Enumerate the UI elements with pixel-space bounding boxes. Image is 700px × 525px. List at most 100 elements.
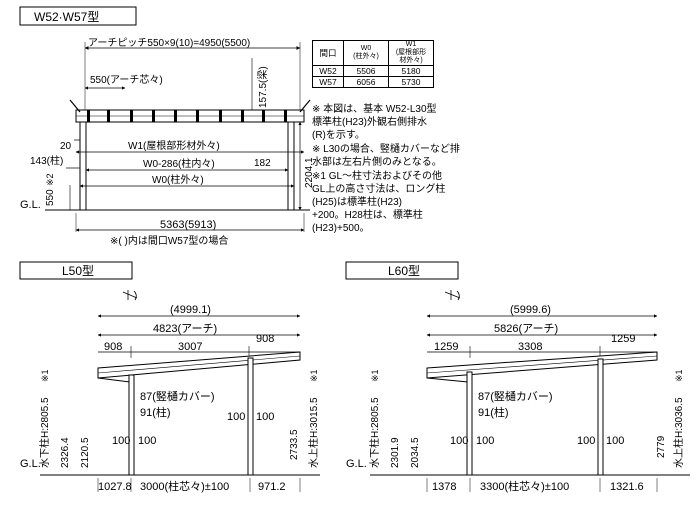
spec-cell: W52 bbox=[312, 65, 344, 77]
spec-cell: 5180 bbox=[388, 65, 434, 77]
l50-h-2326: 2326.4 bbox=[60, 437, 71, 468]
l50-post-label: 91(柱) bbox=[140, 405, 171, 419]
l50-h-upper: 水上柱H:3015.5 bbox=[307, 397, 320, 468]
l60-bottom-right: 1321.6 bbox=[610, 481, 644, 493]
l50-h-lower: 水下柱H:2805.5 bbox=[38, 397, 51, 468]
l60-bottom-left: 1378 bbox=[432, 481, 456, 493]
l60-gl: G.L. bbox=[346, 458, 367, 470]
l60-h-2779: 2779 bbox=[656, 435, 667, 458]
l50-post-right bbox=[247, 357, 254, 476]
l50-gutter bbox=[97, 377, 131, 383]
left-post bbox=[79, 121, 87, 211]
l60-bottom-mid: 3300(柱芯々)±100 bbox=[480, 479, 569, 493]
roof-right-end bbox=[299, 99, 311, 113]
l60-pad-r2: 100 bbox=[606, 435, 624, 447]
note-3: ※1 GL～柱寸法およびその他 GL上の高さ寸法は、ロング柱 (H25)は標準柱… bbox=[312, 171, 446, 234]
l50-bottom-mid: 3000(柱芯々)±100 bbox=[140, 479, 229, 493]
l60-post-right bbox=[597, 358, 604, 476]
l60-gutter-label: 87(竪樋カバー) bbox=[478, 389, 553, 403]
l60-badge: L60型 bbox=[388, 264, 420, 278]
note-2: ※ L30の場合、竪樋カバーなど排 水部は左右片側のみとなる。 bbox=[312, 144, 460, 168]
l50-roof bbox=[97, 351, 301, 379]
l50-post-left bbox=[128, 374, 135, 476]
l50-pad-r1: 100 bbox=[227, 411, 245, 423]
gl-550-label: 550 bbox=[45, 189, 56, 206]
l60-badge-frame bbox=[345, 261, 459, 280]
l50-h-lower-mark: ※1 bbox=[40, 369, 50, 382]
l50-bottom-right: 971.2 bbox=[258, 481, 286, 493]
l50-right-over: 908 bbox=[256, 333, 274, 345]
l50-pad-l1: 100 bbox=[112, 435, 130, 447]
l60-left-over: 1259 bbox=[434, 341, 458, 353]
spec-table-row: W57 6056 5730 bbox=[312, 76, 434, 88]
l60-h-upper-mark: ※1 bbox=[674, 369, 684, 382]
l60-slope-icon bbox=[444, 290, 461, 301]
l50-overall: (4999.1) bbox=[170, 304, 211, 316]
l50-h-2120: 2120.5 bbox=[80, 437, 91, 468]
l60-post-label: 91(柱) bbox=[478, 405, 509, 419]
dim-143-label: 143(柱) bbox=[30, 154, 63, 167]
roof-left-end bbox=[69, 99, 81, 113]
l50-bottom-left: 1027.8 bbox=[98, 481, 132, 493]
dim-20-label: 20 bbox=[60, 141, 72, 152]
w0-286-label: W0-286(柱内々) bbox=[143, 157, 215, 170]
l60-mid: 3308 bbox=[518, 341, 542, 353]
l50-arch: 4823(アーチ) bbox=[153, 322, 217, 335]
l50-left-over: 908 bbox=[104, 341, 122, 353]
gl-550-mark: ※2 bbox=[45, 173, 55, 186]
l60-h-2034: 2034.5 bbox=[410, 437, 421, 468]
spec-table-row: W52 5506 5180 bbox=[312, 65, 434, 77]
spec-header-cell: W0 (柱外々) bbox=[343, 40, 389, 66]
l50-slope-icon bbox=[122, 290, 138, 301]
spec-table-header: 間口 W0 (柱外々) W1 (屋根部形 材外々) bbox=[312, 40, 434, 66]
spec-cell: 5730 bbox=[388, 76, 434, 88]
w1-label: W1(屋根部形材外々) bbox=[128, 139, 220, 152]
l60-right-over: 1259 bbox=[611, 333, 635, 345]
l60-overall: (5999.6) bbox=[510, 304, 551, 316]
l50-pad-l2: 100 bbox=[138, 435, 156, 447]
right-post bbox=[287, 121, 295, 211]
l60-pad-l1: 100 bbox=[450, 435, 468, 447]
l50-gutter-label: 87(竪樋カバー) bbox=[140, 389, 215, 403]
beam-height-label: 157.5(梁) bbox=[256, 66, 269, 108]
spec-cell: 5506 bbox=[343, 65, 389, 77]
l50-gl: G.L. bbox=[20, 458, 41, 470]
l50-section: L50型 (4999.1) 4823(アーチ) 908 3007 908 87(… bbox=[19, 261, 320, 493]
bottom-total-label: 5363(5913) bbox=[160, 219, 216, 231]
l60-h-2301: 2301.9 bbox=[390, 437, 401, 468]
pitch-label: アーチピッチ550×9(10)=4950(5500) bbox=[88, 37, 250, 49]
arch-center-label: 550(アーチ芯々) bbox=[90, 73, 163, 86]
l50-h-upper-mark: ※1 bbox=[309, 369, 319, 382]
l60-gutter bbox=[426, 377, 469, 383]
l60-h-lower-mark: ※1 bbox=[370, 369, 380, 382]
l60-section: L60型 (5999.6) 5826(アーチ) 1259 3308 1259 8… bbox=[345, 261, 690, 493]
l60-roof-line bbox=[426, 355, 658, 374]
top-footnote: ※( )内は間口W57型の場合 bbox=[110, 234, 228, 247]
l50-badge: L50型 bbox=[62, 264, 94, 278]
l60-pad-r1: 100 bbox=[577, 435, 595, 447]
top-gl-label: G.L. bbox=[20, 199, 41, 211]
l50-pad-r2: 100 bbox=[256, 411, 274, 423]
dim-182-label: 182 bbox=[254, 158, 271, 169]
l50-mid: 3007 bbox=[178, 341, 202, 353]
l60-roof bbox=[426, 351, 658, 379]
spec-header-cell: 間口 bbox=[312, 40, 344, 66]
spec-cell: W57 bbox=[312, 76, 344, 88]
l50-badge-frame bbox=[19, 261, 133, 280]
spec-cell: 6056 bbox=[343, 76, 389, 88]
top-badge: W52·W57型 bbox=[34, 10, 99, 24]
note-1: ※ 本図は、基本 W52-L30型 標準柱(H23)外観右側排水 (R)を示す。 bbox=[312, 104, 437, 141]
roof-rafters bbox=[87, 110, 287, 122]
l60-pad-l2: 100 bbox=[476, 435, 494, 447]
spec-header-cell: W1 (屋根部形 材外々) bbox=[388, 40, 434, 66]
l50-roof-line bbox=[97, 355, 301, 374]
top-section: W52·W57型 アーチピッチ550×9(10)=4950(5500) 550(… bbox=[19, 6, 315, 247]
top-badge-frame bbox=[19, 6, 137, 26]
l60-h-lower: 水下柱H:2805.5 bbox=[368, 397, 381, 468]
w0-label: W0(柱外々) bbox=[152, 173, 204, 186]
l50-h-2733: 2733.5 bbox=[289, 429, 300, 460]
l60-h-upper: 水上柱H:3036.5 bbox=[672, 397, 685, 468]
l60-arch: 5826(アーチ) bbox=[494, 322, 558, 335]
l60-post-left bbox=[466, 371, 473, 476]
